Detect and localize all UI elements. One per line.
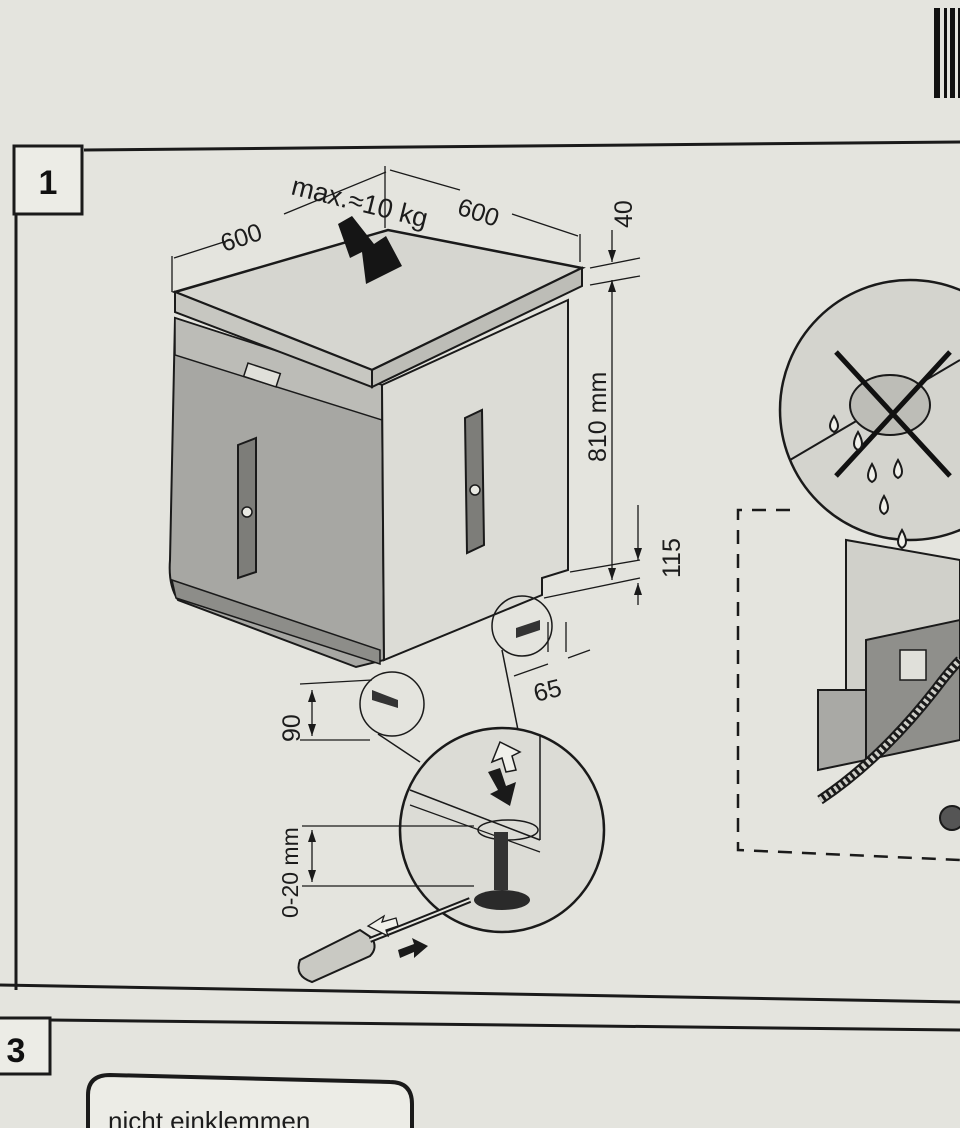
- barcode: [934, 8, 960, 98]
- front-plinth: [170, 578, 381, 666]
- dishwasher-front: [168, 316, 386, 669]
- panel-3-frame: 3 nicht einklemmen: [0, 1016, 960, 1128]
- panel-3-number: 3: [7, 1032, 26, 1070]
- front-lock-icon: [241, 506, 253, 518]
- dimension-arrowheads: [308, 250, 642, 736]
- installation-niche-outline: [736, 508, 960, 862]
- foot-base-icon: [474, 890, 530, 910]
- turn-left-arrow-icon: [366, 914, 399, 938]
- water-drops-icon: [829, 414, 907, 550]
- side-lock-icon: [469, 484, 481, 496]
- dim-foot-height-label: 90: [278, 714, 306, 742]
- dim-plinth-label: 115: [658, 538, 686, 578]
- panel-1-frame: [0, 140, 960, 1004]
- turn-right-arrow-icon: [398, 938, 428, 958]
- panel-1-label-box: 1: [12, 144, 84, 216]
- rear-foot: [516, 620, 540, 638]
- load-arrow-icon: [338, 216, 402, 284]
- hose-connector-icon: [939, 805, 960, 831]
- foot-detail-callouts: [359, 595, 553, 763]
- dimension-lines: [171, 166, 641, 741]
- panel-3-note: nicht einklemmen: [108, 1106, 310, 1128]
- dishwasher: [168, 216, 586, 708]
- dim-top-thickness-label: 40: [610, 200, 638, 228]
- niche-appliance-corner: [817, 538, 960, 831]
- down-arrow-icon: [488, 768, 516, 806]
- adjustable-foot-screw: [494, 832, 508, 890]
- front-foot: [372, 690, 398, 708]
- side-door-handle: [463, 408, 486, 555]
- prohibited-cross-icon: [834, 350, 952, 478]
- no-water-detail: [778, 278, 960, 550]
- dim-foot-inset-label: 65: [531, 674, 565, 708]
- dim-foot-adjust-label: 0-20 mm: [277, 827, 303, 918]
- foot-adjustment-detail: [398, 726, 606, 934]
- door-handle-slot: [242, 362, 282, 388]
- up-arrow-icon: [490, 740, 522, 773]
- top-edge-side: [371, 266, 583, 389]
- connector-box-icon: [899, 649, 927, 681]
- panel-1-number: 1: [39, 164, 58, 202]
- dim-height-label: 810 mm: [584, 372, 612, 462]
- screwdriver-icon: [297, 897, 472, 984]
